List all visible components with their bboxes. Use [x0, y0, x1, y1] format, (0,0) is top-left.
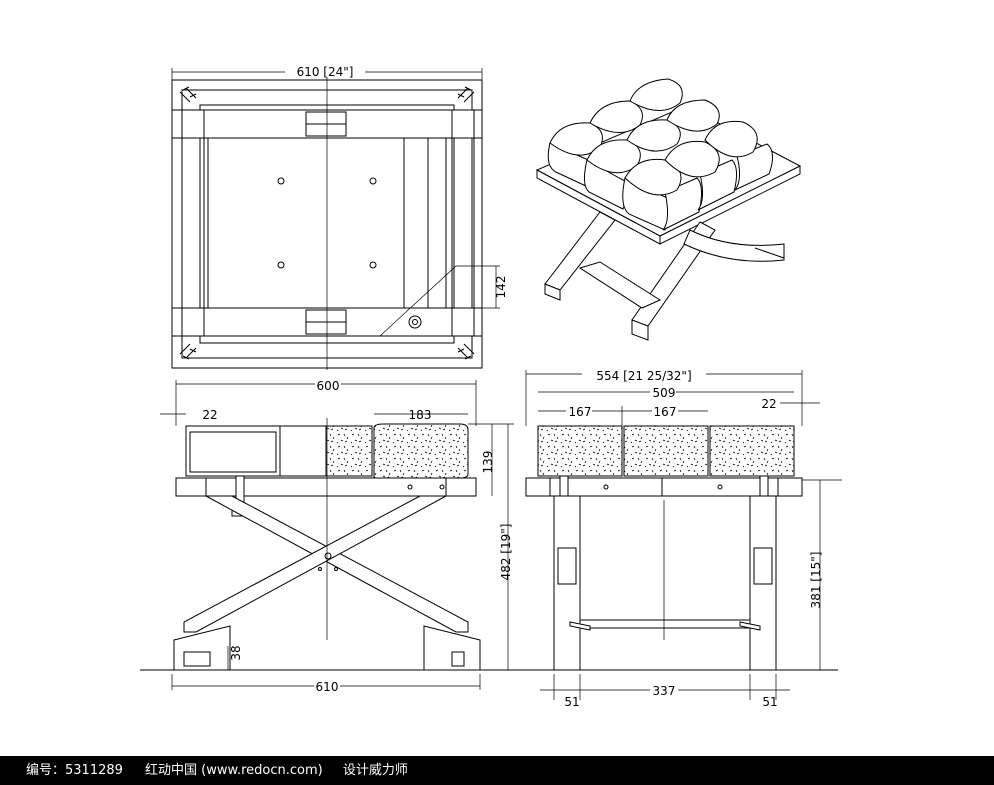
dim-front-cushion-h: 139: [481, 451, 495, 474]
iso-view: [535, 78, 802, 341]
dim-front-cushion: 183: [409, 408, 432, 422]
furniture-drawing: 610 [24"] 142: [140, 63, 842, 709]
footer-bar: 编号：5311289 红动中国 (www.redocn.com) 设计威力师: [0, 756, 994, 785]
dim-side-leg-left: 51: [564, 695, 579, 709]
top-view: 610 [24"] 142: [171, 63, 508, 370]
dim-side-right: 22: [761, 397, 776, 411]
dim-side-leg-right: 51: [762, 695, 777, 709]
dim-side-span: 337: [653, 684, 676, 698]
side-view: 554 [21 25/32"] 509 167 167 22 381 [15"]…: [525, 367, 842, 709]
dim-side-width: 554 [21 25/32"]: [596, 369, 691, 383]
dim-front-foot: 38: [229, 645, 243, 660]
dim-side-height: 381 [15"]: [809, 552, 823, 609]
dim-top-side: 142: [494, 276, 508, 299]
dim-side-inner: 509: [653, 386, 676, 400]
front-view: 600 22 183 139 482 [19"] 38 610: [140, 377, 838, 694]
dim-front-base: 610: [316, 680, 339, 694]
footer-tagline: 设计威力师: [342, 763, 408, 778]
dim-front-height: 482 [19"]: [499, 524, 513, 581]
footer-id: 编号：5311289: [26, 763, 123, 778]
dim-front-width: 600: [317, 379, 340, 393]
footer-site[interactable]: 红动中国 (www.redocn.com): [145, 763, 323, 778]
dim-side-cushion-a: 167: [569, 405, 592, 419]
dim-top-width: 610 [24"]: [297, 65, 354, 79]
dim-side-cushion-b: 167: [654, 405, 677, 419]
dim-front-left: 22: [202, 408, 217, 422]
